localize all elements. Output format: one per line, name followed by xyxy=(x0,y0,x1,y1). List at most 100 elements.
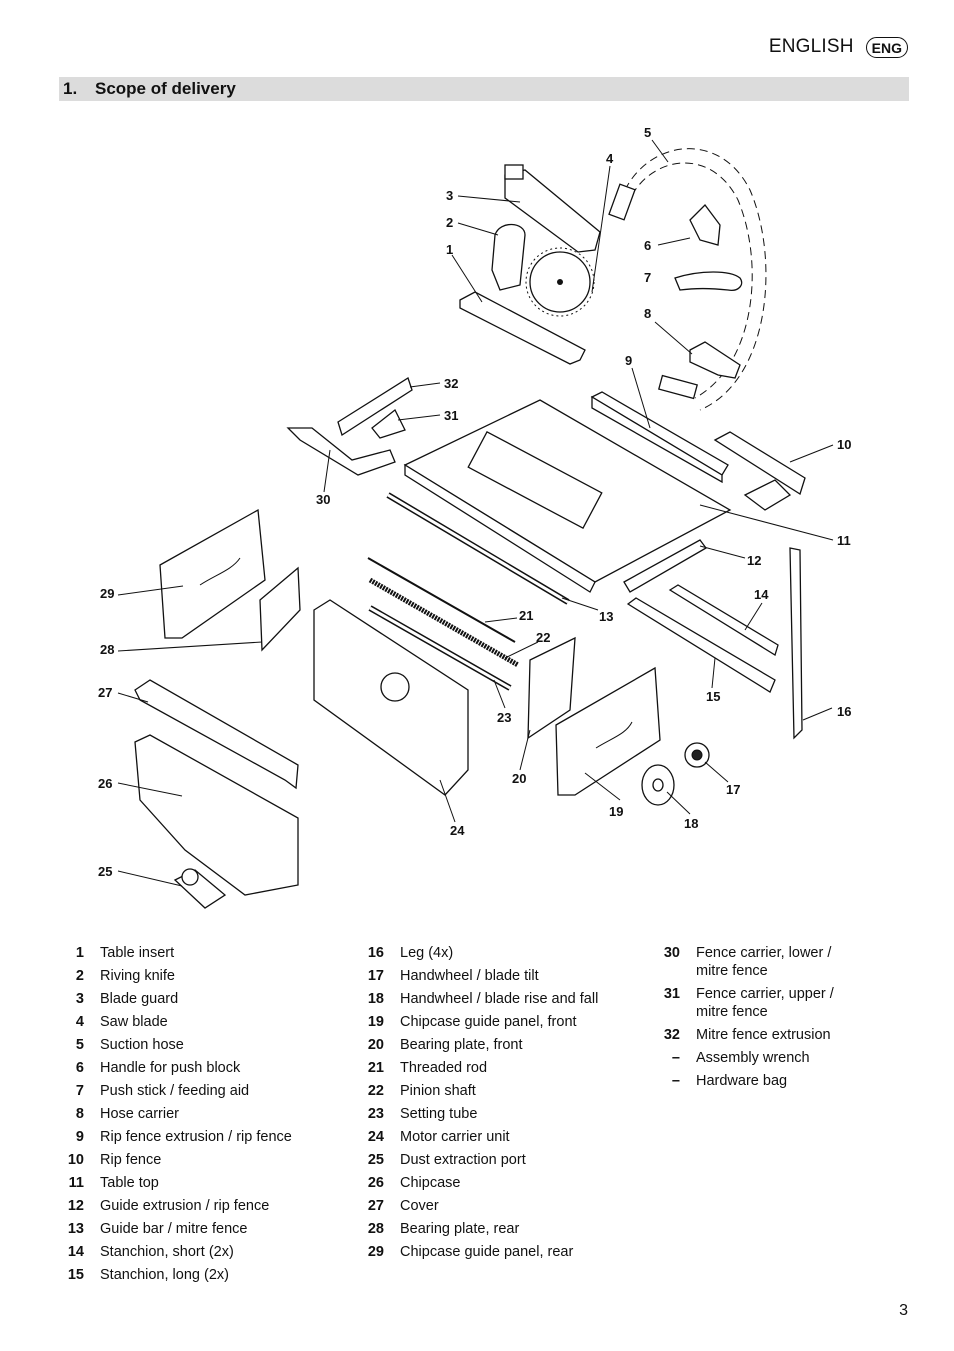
legend-num: 19 xyxy=(367,1014,384,1030)
legend-num: 29 xyxy=(367,1244,384,1260)
callout-13: 13 xyxy=(599,609,613,624)
mitre-fence-extrusion xyxy=(337,377,413,437)
chipcase-guide-panel-front xyxy=(555,666,661,796)
panel-front-slot xyxy=(595,721,633,749)
legend-text: Blade guard xyxy=(100,991,179,1007)
legend-item: 22 Pinion shaft xyxy=(350,1082,640,1100)
legend-num: 18 xyxy=(367,991,384,1007)
language-label: ENGLISH xyxy=(768,36,854,57)
leader-24 xyxy=(439,779,456,823)
leader-4 xyxy=(591,165,611,293)
leader-5 xyxy=(651,139,669,163)
leader-29 xyxy=(117,585,184,596)
legend-text: Suction hose xyxy=(100,1037,184,1053)
legend-num: 25 xyxy=(367,1152,384,1168)
legend-text: Riving knife xyxy=(100,968,175,984)
legend-text: Rip fence extrusion / rip fence xyxy=(100,1129,292,1145)
legend-text: Rip fence xyxy=(100,1152,162,1168)
legend-num: 32 xyxy=(663,1027,680,1043)
page-number: 3 xyxy=(899,1302,908,1319)
stanchion-short xyxy=(668,584,779,656)
leader-27 xyxy=(117,692,149,703)
callout-10: 10 xyxy=(837,437,851,452)
legend-num: 13 xyxy=(67,1221,84,1237)
legend-num: 17 xyxy=(367,968,384,984)
legend-num: 24 xyxy=(367,1129,384,1145)
suction-hose-inner xyxy=(631,162,753,399)
legend-num: 20 xyxy=(367,1037,384,1053)
legend-text: Handle for push block xyxy=(100,1060,241,1076)
callout-8: 8 xyxy=(644,306,651,321)
bearing-plate-rear xyxy=(259,566,301,652)
legend-num: 26 xyxy=(367,1175,384,1191)
callout-4: 4 xyxy=(606,151,614,166)
section-number: 1. xyxy=(63,79,78,98)
legend-num: 1 xyxy=(75,945,84,961)
leader-25 xyxy=(117,870,183,887)
legend-text: Chipcase guide panel, front xyxy=(400,1014,577,1030)
legend-num: 22 xyxy=(367,1083,384,1099)
legend-text: Fence carrier, upper / mitre fence xyxy=(696,986,834,1020)
leader-22 xyxy=(504,641,539,659)
rip-fence-clamp xyxy=(743,479,792,511)
language-badge: ENG xyxy=(865,36,908,58)
legend-text: Threaded rod xyxy=(400,1060,488,1076)
callout-23: 23 xyxy=(497,710,511,725)
exploded-parts-diagram: 1 2 3 4 5 6 7 8 9 10 11 12 13 14 15 16 1… xyxy=(0,110,954,930)
leg xyxy=(789,547,803,740)
legend-text: Motor carrier unit xyxy=(400,1129,510,1145)
callout-29: 29 xyxy=(100,586,114,601)
handwheel-blade-tilt-inner xyxy=(691,749,703,761)
legend-num: 27 xyxy=(367,1198,384,1214)
legend-text: Bearing plate, rear xyxy=(400,1221,520,1237)
legend-text: Cover xyxy=(400,1198,439,1214)
callout-1: 1 xyxy=(446,242,453,257)
legend-text: Chipcase xyxy=(400,1175,461,1191)
leader-11 xyxy=(699,504,834,541)
leader-18 xyxy=(666,791,691,815)
legend-num: 8 xyxy=(75,1106,84,1122)
legend-item: 32 Mitre fence extrusion xyxy=(646,1026,866,1044)
leader-6 xyxy=(657,237,691,246)
guide-bar-core xyxy=(387,493,569,604)
leader-3 xyxy=(457,195,521,203)
rip-fence-extrusion-side xyxy=(591,395,723,484)
legend-text: Chipcase guide panel, rear xyxy=(400,1244,574,1260)
legend-num: 9 xyxy=(75,1129,84,1145)
legend-num: 23 xyxy=(367,1106,384,1122)
motor-carrier-bore xyxy=(380,672,410,702)
fence-carrier-upper xyxy=(371,408,406,439)
section-heading: 1. Scope of delivery xyxy=(59,77,909,101)
threaded-rod xyxy=(367,557,516,643)
fence-carrier-lower xyxy=(286,427,396,476)
legend-text: Pinion shaft xyxy=(400,1083,476,1099)
legend-text: Dust extraction port xyxy=(400,1152,526,1168)
callout-26: 26 xyxy=(98,776,112,791)
section-title: Scope of delivery xyxy=(95,79,236,98)
leader-10 xyxy=(789,444,834,463)
callout-32: 32 xyxy=(444,376,458,391)
legend-num: 15 xyxy=(67,1267,84,1283)
legend-num: – xyxy=(671,1050,680,1066)
callout-7: 7 xyxy=(644,270,651,285)
legend-num: 4 xyxy=(75,1014,84,1030)
callout-24: 24 xyxy=(450,823,465,838)
legend-text: Hose carrier xyxy=(100,1106,179,1122)
legend-text: Mitre fence extrusion xyxy=(696,1027,831,1043)
legend-num: 30 xyxy=(663,945,680,961)
pinion-shaft xyxy=(368,577,520,668)
legend-text: Push stick / feeding aid xyxy=(100,1083,250,1099)
leader-30 xyxy=(323,449,331,493)
blade-guard-nozzle xyxy=(504,164,524,180)
leader-19 xyxy=(584,772,621,801)
